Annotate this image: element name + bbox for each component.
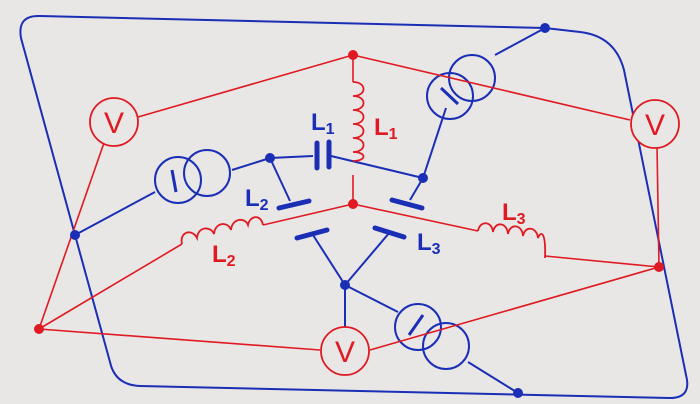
- ct-top-right: [426, 54, 496, 120]
- red-wire: [38, 328, 321, 351]
- node-red-center: [348, 199, 358, 209]
- label-l3-red: L3: [502, 199, 526, 228]
- blue-wire: [74, 191, 156, 236]
- red-wire: [137, 54, 354, 118]
- node-blue-bottom: [513, 388, 523, 398]
- ct-left: [154, 149, 231, 204]
- node-red-top: [348, 50, 358, 60]
- nodes: [34, 23, 664, 398]
- red-wire: [352, 54, 631, 121]
- blue-wire: [494, 27, 546, 56]
- voltmeter-left: V: [89, 97, 139, 147]
- voltmeter-symbol: V: [335, 336, 355, 369]
- node-blue-star: [340, 280, 350, 290]
- red-wire: [262, 203, 354, 226]
- blue-plates: [276, 139, 425, 241]
- blue-wire: [344, 231, 391, 286]
- ct-bottom: [394, 303, 470, 370]
- node-blue-top-right: [540, 23, 550, 33]
- labels: L1 L1 L2 L2 L3 L3: [212, 109, 526, 270]
- blue-wire: [330, 155, 424, 179]
- inductor-l3-coil: [477, 222, 547, 259]
- label-l1-blue: L1: [311, 109, 335, 138]
- voltmeter-right: V: [630, 99, 680, 149]
- red-wire: [352, 203, 479, 232]
- voltmeter-symbol: V: [645, 109, 665, 142]
- blue-outer-loop: [19, 14, 689, 400]
- blue-network: [19, 14, 689, 400]
- red-network: [38, 54, 660, 351]
- node-red-right: [654, 262, 664, 272]
- blue-wire: [231, 157, 271, 171]
- label-l2-blue: L2: [245, 185, 269, 214]
- plate-l2: [276, 198, 312, 211]
- blue-wire: [269, 157, 291, 202]
- blue-wire: [422, 107, 447, 179]
- blue-wire: [269, 155, 314, 159]
- label-l1-red: L1: [374, 114, 398, 143]
- node-blue-left: [70, 230, 80, 240]
- plate-l1-lower: [389, 197, 425, 211]
- node-blue-cap-left: [265, 153, 275, 163]
- red-wire: [38, 243, 183, 330]
- label-l2-red: L2: [212, 241, 236, 270]
- label-l3-blue: L3: [417, 229, 441, 258]
- node-red-left: [34, 324, 44, 334]
- blue-wire: [312, 234, 346, 286]
- blue-wire: [467, 361, 519, 394]
- plate-l3-lower: [372, 225, 407, 240]
- red-wire: [369, 266, 660, 351]
- red-wire: [544, 255, 660, 268]
- voltmeter-symbol: V: [104, 107, 124, 140]
- blue-wire: [344, 284, 399, 313]
- node-blue-right: [418, 173, 428, 183]
- red-coils: [180, 81, 547, 259]
- inductor-l1-coil: [352, 81, 365, 162]
- inductor-l2-coil: [180, 216, 264, 245]
- voltmeter-bottom: V: [320, 326, 370, 376]
- red-wire: [656, 145, 660, 268]
- plate-l2-lower: [294, 227, 330, 241]
